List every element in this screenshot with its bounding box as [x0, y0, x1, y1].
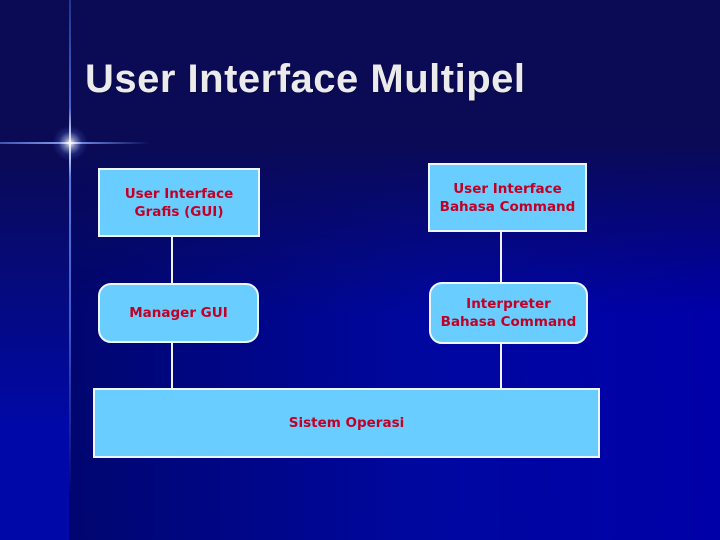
node-label-line: User Interface — [124, 185, 234, 202]
lens-flare-star — [52, 125, 88, 161]
vertical-accent-line — [69, 0, 71, 540]
node-label-line: User Interface — [453, 180, 562, 197]
connector-manager-to-os — [171, 343, 173, 388]
left-accent-strip — [0, 0, 69, 540]
node-label-line: Interpreter — [466, 296, 551, 312]
slide-title: User Interface Multipel — [85, 57, 526, 101]
node-interpreter-bahasa-command: Interpreter Bahasa Command — [429, 282, 588, 344]
node-label-line: Bahasa Command — [439, 198, 576, 215]
node-label-line: Grafis (GUI) — [134, 203, 224, 220]
node-manager-gui: Manager GUI — [98, 283, 259, 343]
node-label-line: Manager GUI — [129, 305, 228, 321]
node-label-line: Sistem Operasi — [288, 415, 405, 431]
connector-cli-to-interpreter — [500, 232, 502, 282]
node-user-interface-bahasa-command: User Interface Bahasa Command — [428, 163, 587, 232]
node-sistem-operasi: Sistem Operasi — [93, 388, 600, 458]
node-user-interface-grafis-gui: User Interface Grafis (GUI) — [98, 168, 260, 237]
node-label-line: Bahasa Command — [440, 314, 577, 330]
connector-interpreter-to-os — [500, 344, 502, 388]
connector-gui-to-manager — [171, 237, 173, 283]
